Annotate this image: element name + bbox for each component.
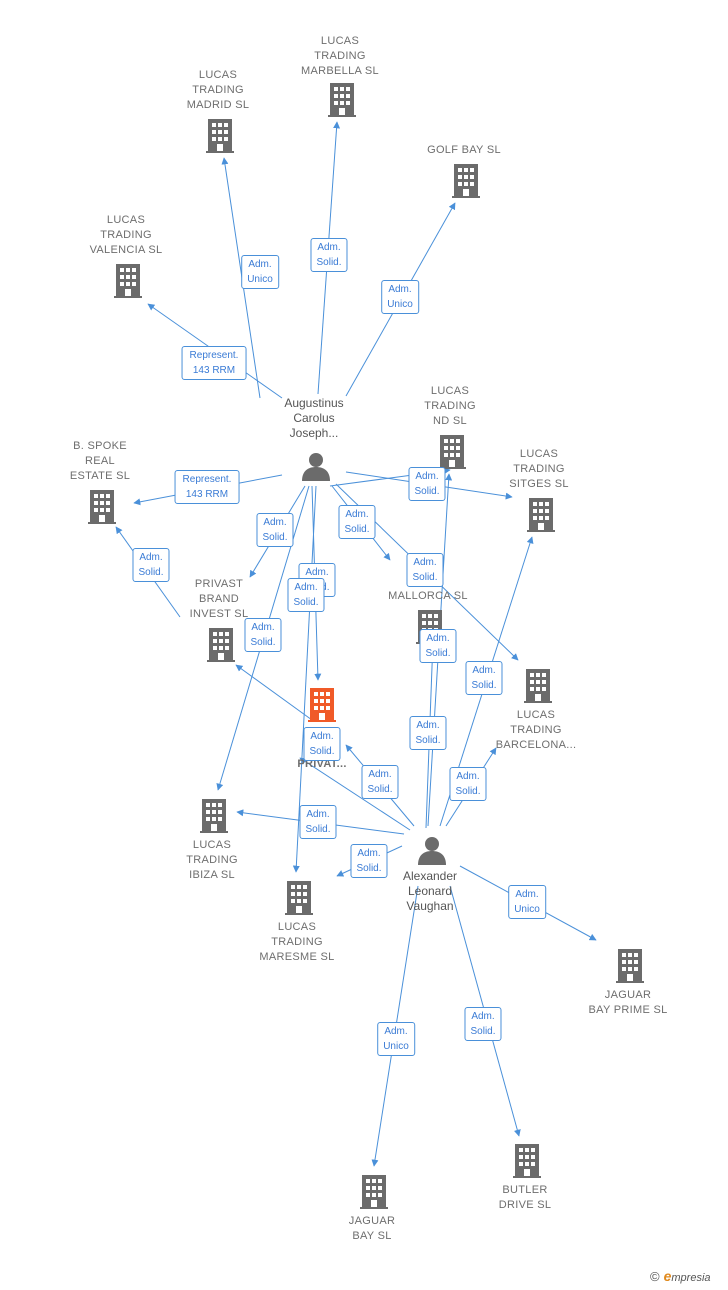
edge-label-augustinus-bspoke[interactable]: Represent. 143 RRM <box>174 470 240 504</box>
brand-name: mpresia <box>671 1272 711 1284</box>
company-icon-bspoke[interactable] <box>88 490 116 524</box>
company-icon-marbella[interactable] <box>328 83 356 117</box>
node-label-sitges[interactable]: LUCAS TRADING SITGES SL <box>509 448 569 490</box>
edge-focus-privast <box>235 664 313 721</box>
edge-label-augustinus-golfbay[interactable]: Adm. Unico <box>381 280 419 314</box>
edge-label-alexander-jaguarprime[interactable]: Adm. Unico <box>508 885 546 919</box>
edge-label-alexander-nd[interactable]: Adm. Solid. <box>409 716 447 750</box>
edge-label-alexander-privast[interactable]: Adm. Solid. <box>303 727 341 761</box>
edge-label-augustinus-maresme[interactable]: Adm. Solid. <box>287 578 325 612</box>
node-label-alexander[interactable]: Alexander Leonard Vaughan <box>402 869 458 913</box>
company-icon-privast[interactable] <box>207 628 235 662</box>
person-icon-alexander[interactable] <box>418 837 446 865</box>
company-icon-valencia[interactable] <box>114 264 142 298</box>
node-label-madrid[interactable]: LUCAS TRADING MADRID SL <box>186 69 250 111</box>
node-label-nd[interactable]: LUCAS TRADING ND SL <box>424 385 476 427</box>
edge-label-augustinus-nd[interactable]: Adm. Solid. <box>408 467 446 501</box>
company-icon-ibiza[interactable] <box>200 799 228 833</box>
node-label-privast[interactable]: PRIVAST BRAND INVEST SL <box>189 578 249 620</box>
node-label-jaguarprime[interactable]: JAGUAR BAY PRIME SL <box>588 989 668 1016</box>
edge-label-augustinus-privast[interactable]: Adm. Solid. <box>256 513 294 547</box>
company-icon-jaguarbay[interactable] <box>360 1175 388 1209</box>
company-icon-jaguarprime[interactable] <box>616 949 644 983</box>
node-label-maresme[interactable]: LUCAS TRADING MARESME SL <box>259 921 335 963</box>
edge-alexander-privast <box>299 757 411 831</box>
company-icon-golfbay[interactable] <box>452 164 480 198</box>
edge-label-alexander-ibiza[interactable]: Adm. Solid. <box>299 805 337 839</box>
node-label-butler[interactable]: BUTLER DRIVE SL <box>498 1184 552 1211</box>
edge-label-focus-privast[interactable]: Adm. Solid. <box>244 618 282 652</box>
edge-label-alexander-jaguarbay[interactable]: Adm. Unico <box>377 1022 415 1056</box>
edge-label-alexander-focus[interactable]: Adm. Solid. <box>361 765 399 799</box>
company-icon-sitges[interactable] <box>527 498 555 532</box>
edge-label-augustinus-marbella[interactable]: Adm. Solid. <box>310 238 348 272</box>
edge-label-privast-bspoke[interactable]: Adm. Solid. <box>132 548 170 582</box>
edge-label-alexander-sitges[interactable]: Adm. Solid. <box>465 661 503 695</box>
company-icon-madrid[interactable] <box>206 119 234 153</box>
node-label-marbella[interactable]: LUCAS TRADING MARBELLA SL <box>301 35 379 77</box>
edge-label-augustinus-barcelona[interactable]: Adm. Solid. <box>406 553 444 587</box>
node-label-golfbay[interactable]: GOLF BAY SL <box>427 144 501 156</box>
company-icon-focus[interactable] <box>308 688 336 722</box>
edge-label-augustinus-valencia[interactable]: Represent. 143 RRM <box>181 346 247 380</box>
edge-label-alexander-maresme[interactable]: Adm. Solid. <box>350 844 388 878</box>
company-icon-barcelona[interactable] <box>524 669 552 703</box>
node-label-bspoke[interactable]: B. SPOKE REAL ESTATE SL <box>69 440 131 482</box>
node-label-barcelona[interactable]: LUCAS TRADING BARCELONA... <box>495 709 577 751</box>
edge-augustinus-maresme <box>292 485 317 873</box>
node-label-ibiza[interactable]: LUCAS TRADING IBIZA SL <box>186 839 238 881</box>
company-icon-maresme[interactable] <box>285 881 313 915</box>
edge-label-alexander-barcelona[interactable]: Adm. Solid. <box>449 767 487 801</box>
edge-label-alexander-mallorca[interactable]: Adm. Solid. <box>419 629 457 663</box>
node-label-valencia[interactable]: LUCAS TRADING VALENCIA SL <box>89 214 163 256</box>
node-label-augustinus[interactable]: Augustinus Carolus Joseph... <box>284 396 344 440</box>
copyright-icon: © <box>650 1269 660 1284</box>
node-label-jaguarbay[interactable]: JAGUAR BAY SL <box>348 1215 396 1242</box>
brand-logo: ©empresia <box>650 1268 711 1284</box>
edge-label-augustinus-madrid[interactable]: Adm. Unico <box>241 255 279 289</box>
edge-label-alexander-butler[interactable]: Adm. Solid. <box>464 1007 502 1041</box>
company-icon-butler[interactable] <box>513 1144 541 1178</box>
person-icon-augustinus[interactable] <box>302 453 330 481</box>
edge-label-augustinus-mallorca[interactable]: Adm. Solid. <box>338 505 376 539</box>
company-icon-nd[interactable] <box>438 435 466 469</box>
brand-initial: e <box>663 1268 672 1284</box>
